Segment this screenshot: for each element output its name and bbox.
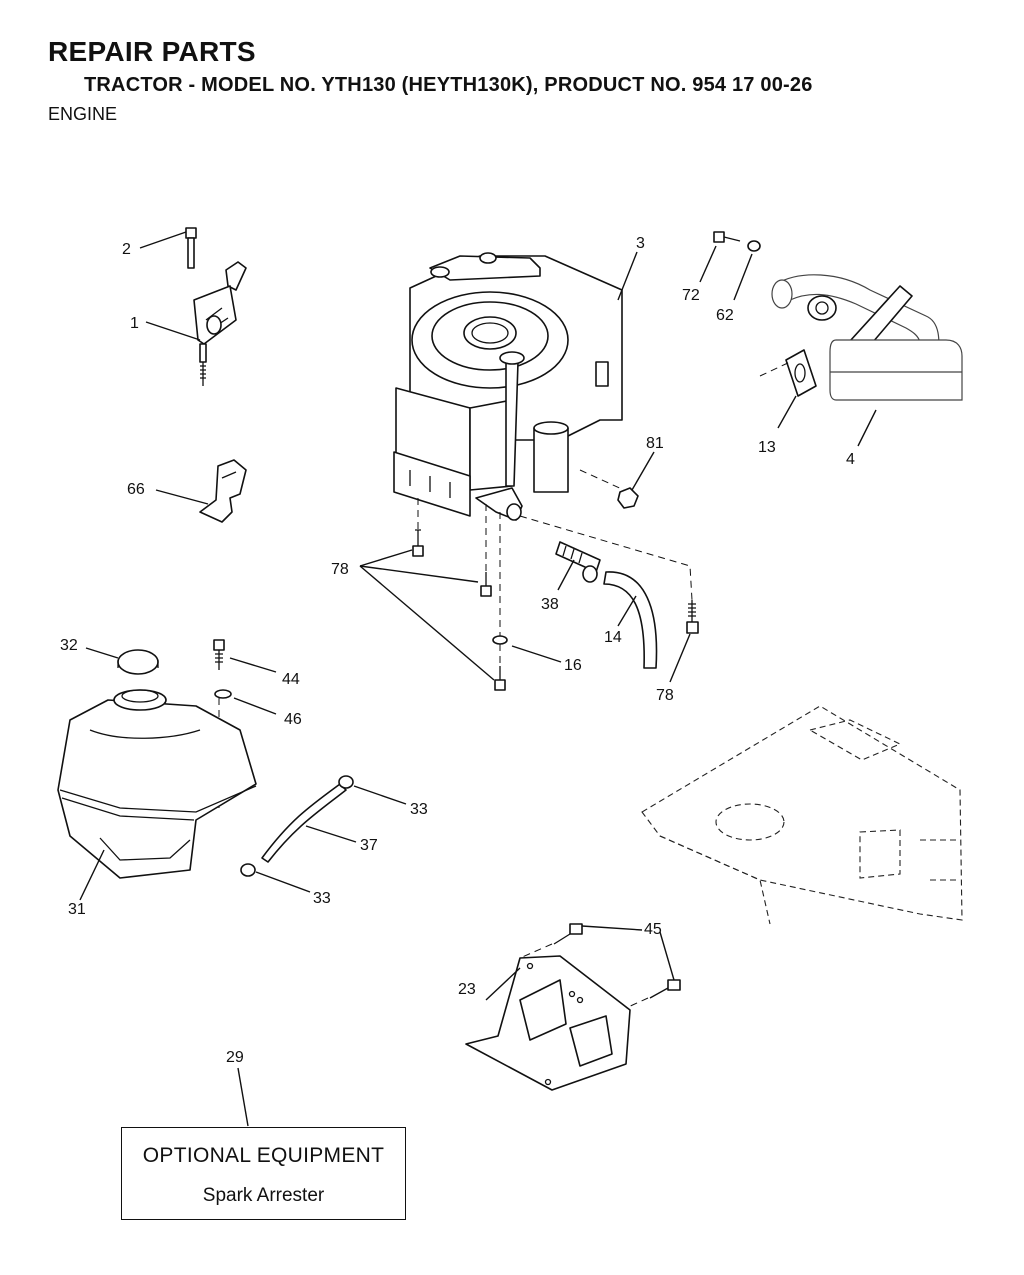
page-subtitle: TRACTOR - MODEL NO. YTH130 (HEYTH130K), … bbox=[84, 74, 813, 96]
leader-lines bbox=[79, 231, 877, 1127]
fuel-tank-part-31 bbox=[57, 689, 257, 879]
callout-78-cluster: 78 bbox=[331, 561, 349, 578]
washer-part-16 bbox=[492, 635, 508, 645]
callout-4: 4 bbox=[846, 451, 855, 468]
callout-3: 3 bbox=[636, 235, 645, 252]
callout-13: 13 bbox=[758, 439, 776, 456]
callout-16: 16 bbox=[564, 657, 582, 674]
bracket-part-66 bbox=[199, 459, 247, 523]
callout-62: 62 bbox=[716, 307, 734, 324]
callout-33-upper: 33 bbox=[410, 801, 428, 818]
callout-46: 46 bbox=[284, 711, 302, 728]
callout-31: 31 bbox=[68, 901, 86, 918]
clamp-part-33-lower bbox=[240, 863, 256, 877]
fuel-cap-part-32 bbox=[117, 649, 159, 675]
bolt-part-78-right bbox=[686, 600, 699, 634]
section-label: ENGINE bbox=[48, 104, 118, 124]
drain-valve-part-38 bbox=[555, 541, 601, 583]
engine-part bbox=[393, 252, 623, 521]
callout-29: 29 bbox=[226, 1049, 244, 1066]
bolt-part-72 bbox=[713, 231, 741, 243]
page-title: REPAIR PARTS bbox=[48, 36, 256, 67]
callout-33-lower: 33 bbox=[313, 890, 331, 907]
optional-equipment-box: OPTIONAL EQUIPMENT Spark Arrester bbox=[121, 1127, 406, 1220]
skid-plate-part-23 bbox=[465, 955, 631, 1091]
callout-38: 38 bbox=[541, 596, 559, 613]
optional-equipment-heading: OPTIONAL EQUIPMENT bbox=[142, 1144, 385, 1167]
gasket-part-13 bbox=[785, 349, 817, 397]
lockwasher-part-62 bbox=[747, 240, 761, 252]
bolt-part-78-mid bbox=[480, 572, 492, 597]
bolt-part-78-left bbox=[412, 529, 424, 557]
bolt-part-45-lower bbox=[649, 979, 681, 999]
callout-81: 81 bbox=[646, 435, 664, 452]
callout-45: 45 bbox=[644, 921, 662, 938]
muffler-part-4 bbox=[771, 274, 963, 401]
callout-23: 23 bbox=[458, 981, 476, 998]
bolt-part-45-upper bbox=[553, 923, 583, 945]
callout-32: 32 bbox=[60, 637, 78, 654]
callout-78-right: 78 bbox=[656, 687, 674, 704]
nut-part-81 bbox=[617, 487, 639, 509]
callout-72: 72 bbox=[682, 287, 700, 304]
callout-37: 37 bbox=[360, 837, 378, 854]
callout-14: 14 bbox=[604, 629, 622, 646]
fuel-line-part-37 bbox=[261, 783, 347, 863]
callout-2: 2 bbox=[122, 241, 131, 258]
clamp-part-33-upper bbox=[338, 775, 354, 789]
optional-equipment-item: Spark Arrester bbox=[202, 1185, 325, 1206]
callout-1: 1 bbox=[130, 315, 139, 332]
throttle-control-part bbox=[185, 227, 247, 386]
drain-hose-part-14 bbox=[603, 571, 658, 669]
bolt-part-78-low bbox=[494, 666, 506, 691]
callout-44: 44 bbox=[282, 671, 300, 688]
callout-66: 66 bbox=[127, 481, 145, 498]
washer-part-46 bbox=[214, 689, 232, 699]
tractor-frame-outline bbox=[641, 705, 963, 925]
screw-part-44 bbox=[213, 639, 225, 670]
